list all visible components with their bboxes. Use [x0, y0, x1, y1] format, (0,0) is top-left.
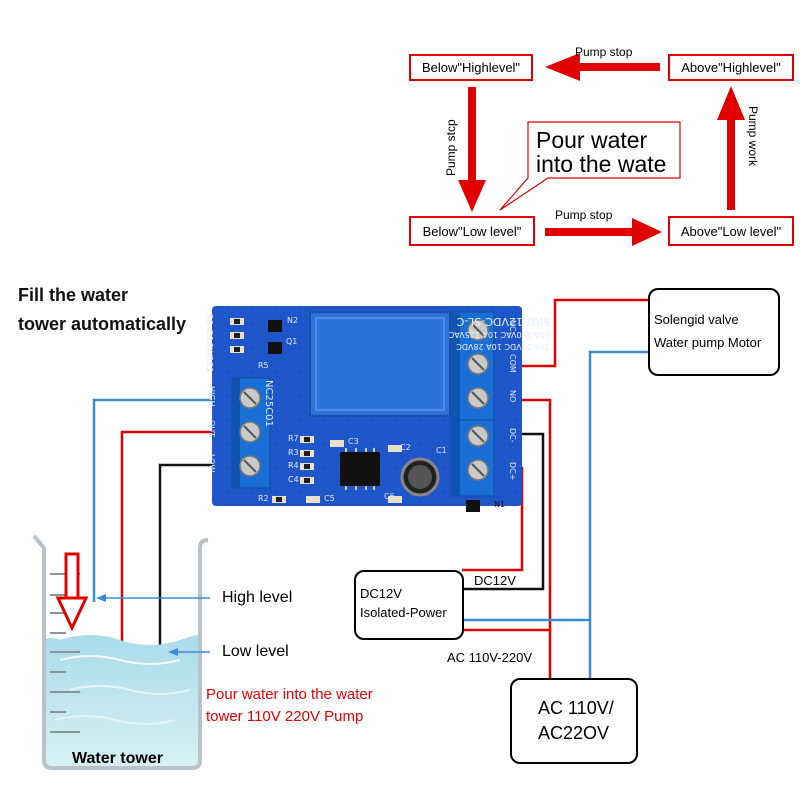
title-line-1: Fill the water: [18, 285, 129, 305]
callout-line-2: into the wate: [536, 151, 667, 177]
state-above-high: Above"Highlevel": [668, 54, 794, 81]
state-above-low-label: Above"Low level": [680, 223, 782, 239]
ac-supply-label: AC 110V-220V: [447, 650, 533, 665]
pcb-comp-c6: C6: [384, 492, 395, 501]
pcb-term-high: HIGH: [207, 386, 216, 407]
dc-supply-label: DC12V: [474, 573, 516, 588]
flow-arrow-bottom: [545, 218, 662, 246]
motor-label: Water pump Motor: [654, 335, 762, 350]
psu-line-2: Isolated-Power: [360, 605, 447, 620]
flow-arrow-left: [458, 87, 486, 212]
relay-rating-1: 10A 250VAC 10A 125VAC: [448, 330, 550, 339]
pcb-model-label: NC25C01: [263, 380, 274, 427]
pcb-comp-r6: R6: [205, 314, 214, 325]
level-pointers: [96, 594, 210, 656]
pcb-comp-c2: C2: [400, 443, 411, 452]
state-below-low: Below"Low level": [409, 216, 535, 246]
pcb-comp-r7: R7: [288, 434, 299, 443]
pcb-term-dc-plus: DC+: [508, 462, 517, 481]
screws-right: [467, 319, 489, 481]
pcb-comp-c4: C4: [288, 475, 299, 484]
flow-arrow-right: [717, 86, 745, 210]
ic-chip: [340, 452, 380, 486]
pour-arrow: [55, 552, 89, 632]
pcb-comp-r5: R5: [258, 361, 269, 370]
pcb-comp-c3: C3: [348, 437, 359, 446]
relay-markings: SRD-12VDC-SL-C 10A 250VAC 10A 125VAC 10A…: [448, 315, 550, 351]
pcb-comp-q1: Q1: [286, 337, 298, 346]
ac-line-1: AC 110V/: [538, 698, 614, 718]
pcb-term-nc: NC: [508, 320, 517, 332]
pcb-comp-r1: R1: [205, 362, 214, 373]
ac-line-2: AC22OV: [538, 723, 610, 743]
state-above-low: Above"Low level": [668, 216, 794, 246]
state-below-low-label: Below"Low level": [422, 223, 522, 239]
state-above-high-label: Above"Highlevel": [681, 60, 781, 75]
callout-bubble: [499, 121, 681, 211]
relay: [309, 311, 451, 417]
pcb-term-dc-minus: DC-: [508, 428, 517, 443]
pcb-comp-r3: R3: [288, 448, 299, 457]
valve-label: Solengid valve: [654, 312, 739, 327]
ac-source-box: AC 110V/ AC22OV: [510, 678, 638, 764]
valve-motor-box: Solengid valve Water pump Motor: [648, 288, 780, 376]
low-level-label: Low level: [222, 643, 289, 660]
pcb-comp-r4: R4: [288, 461, 299, 470]
title-line-2: tower automatically: [18, 314, 187, 334]
pour-water-note: Pour water into the water tower 110V 220…: [206, 684, 373, 728]
pcb-comp-r2: R2: [258, 494, 269, 503]
top-arrow-label: Pump stop: [575, 45, 633, 59]
screws-left: [239, 387, 261, 477]
pcb-term-low: LOW: [207, 454, 216, 473]
wire-com: [490, 298, 650, 368]
bottom-arrow-label: Pump stop: [555, 208, 613, 222]
pcb-comp-n2: N2: [287, 316, 299, 325]
pcb-comp-c5: C5: [324, 494, 335, 503]
water-tower-caption: Water tower: [72, 750, 163, 767]
wire-high-probe: [92, 398, 246, 602]
pcb-comp-c1: C1: [436, 446, 447, 455]
diagram-title: Fill the water tower automatically: [18, 281, 186, 339]
pour-note-line-2: tower 110V 220V Pump: [206, 708, 364, 725]
psu-box: DC12V Isolated-Power: [354, 570, 464, 640]
state-below-high: Below"Highlevel": [409, 54, 533, 81]
water-tank: [32, 534, 209, 770]
relay-model-text: SRD-12VDC-SL-C: [456, 315, 550, 328]
pour-note-line-1: Pour water into the water: [206, 686, 373, 703]
pcb-comp-d1: D1: [205, 330, 214, 342]
relay-rating-2: 10A 30VDC 10A 28VDC: [456, 342, 550, 351]
callout-text: Pour water into the wate: [536, 128, 666, 176]
pcb-term-no: NO: [508, 390, 517, 403]
flow-arrow-top: [545, 53, 660, 81]
callout-line-1: Pour water: [536, 127, 648, 153]
state-below-high-label: Below"Highlevel": [421, 60, 521, 75]
pcb-term-com: COM: [508, 354, 517, 373]
wire-motor-blue: [588, 350, 650, 678]
pcb-comp-pwr: PWR: [205, 343, 214, 362]
right-arrow-label: Pump work: [746, 106, 760, 167]
wire-out-probe: [120, 430, 246, 700]
pcb-comp-n1: N1: [494, 500, 506, 509]
high-level-label: High level: [222, 589, 293, 606]
pcb-term-out: OUT: [207, 420, 216, 438]
left-arrow-label: Pump stcp: [444, 119, 458, 176]
psu-line-1: DC12V: [360, 586, 402, 601]
